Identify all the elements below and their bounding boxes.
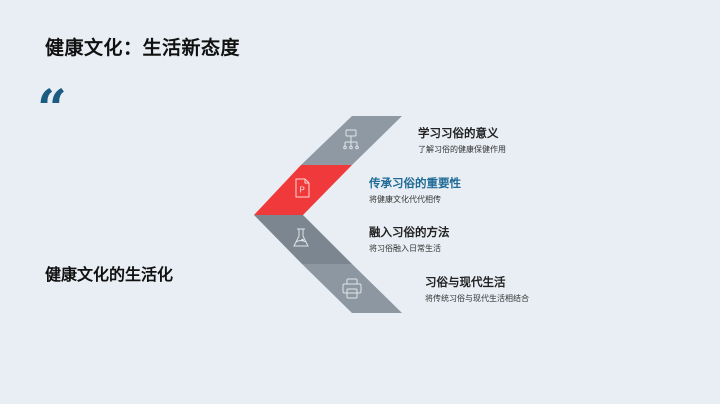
svg-text:P: P bbox=[300, 186, 305, 195]
list-item: 学习习俗的意义 了解习俗的健康保健作用 bbox=[418, 125, 506, 155]
flask-icon bbox=[293, 228, 309, 247]
hierarchy-icon bbox=[343, 129, 359, 150]
printer-icon bbox=[342, 278, 362, 299]
item-heading: 习俗与现代生活 bbox=[425, 275, 506, 289]
slide-subtitle: 健康文化的生活化 bbox=[45, 265, 174, 284]
list-item-active: 传承习俗的重要性 将健康文化代代相传 bbox=[369, 175, 461, 205]
slide-title: 健康文化：生活新态度 bbox=[45, 37, 241, 59]
segment-2-active[interactable] bbox=[254, 165, 352, 215]
quote-mark-icon: “ bbox=[37, 79, 67, 140]
item-heading: 学习习俗的意义 bbox=[418, 126, 499, 140]
item-heading: 融入习俗的方法 bbox=[369, 225, 450, 239]
list-item: 习俗与现代生活 将传统习俗与现代生活相结合 bbox=[425, 274, 529, 304]
item-description: 将健康文化代代相传 bbox=[369, 195, 441, 204]
item-description: 将习俗融入日常生活 bbox=[369, 244, 441, 253]
document-p-icon: P bbox=[295, 178, 310, 198]
item-heading: 传承习俗的重要性 bbox=[369, 176, 461, 190]
item-description: 将传统习俗与现代生活相结合 bbox=[425, 294, 529, 303]
item-description: 了解习俗的健康保健作用 bbox=[418, 145, 506, 154]
list-item: 融入习俗的方法 将习俗融入日常生活 bbox=[369, 224, 450, 254]
